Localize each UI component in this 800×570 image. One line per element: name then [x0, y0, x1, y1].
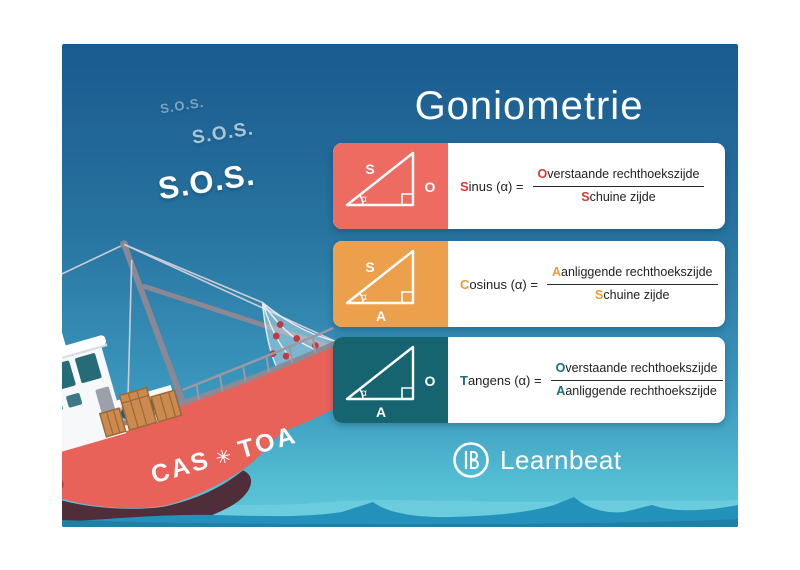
formula-label: Tangens (α) =: [460, 373, 542, 388]
railing-posts: [195, 335, 317, 401]
formula-label-rest: osinus (α) =: [469, 276, 538, 292]
crate: [150, 389, 183, 423]
triangle-label-adjacent: A: [376, 308, 386, 324]
cabin-windows: [62, 353, 102, 413]
triangle-label-hypotenuse: S: [365, 161, 374, 177]
right-angle-marker: [401, 291, 413, 303]
sea-bottom-shade: [62, 519, 738, 527]
triangle-diagram-tangens: α O A: [333, 337, 448, 423]
cosinus-formula: Cosinus (α) = Aanliggende rechthoekszijd…: [448, 241, 725, 327]
sea-front: [62, 497, 738, 527]
rigging-line: [123, 243, 263, 304]
page-title: Goniometrie: [414, 84, 644, 128]
formula-label: Sinus (α) =: [460, 179, 524, 194]
ship-scene: CAS✳TOA: [62, 240, 738, 527]
learnbeat-logo: Learnbeat: [452, 441, 622, 479]
right-triangle: [345, 151, 415, 207]
numerator-lead: O: [537, 166, 548, 181]
compass-star-icon: ✳: [213, 445, 236, 470]
cabin-door: [95, 386, 116, 417]
rigging-line: [123, 243, 345, 347]
angle-arc: [358, 194, 364, 206]
cargo-crates: [98, 386, 183, 438]
fraction-numerator: Aanliggende rechthoekszijde: [546, 264, 718, 285]
formula-card-tangens: α O A Tangens (α) = Overstaande rechthoe…: [333, 337, 725, 423]
brand-name: Learnbeat: [500, 444, 622, 475]
formula-card-sinus: α S O Sinus (α) = Overstaande rechthoeks…: [333, 143, 725, 229]
cabin-window-small: [66, 393, 83, 408]
hull: [62, 342, 354, 509]
fishing-net: [262, 302, 342, 378]
triangle-label-opposite: O: [425, 179, 436, 195]
angle-label: α: [361, 388, 367, 399]
right-triangle: [345, 345, 415, 401]
numerator-lead: O: [555, 360, 566, 375]
fraction-denominator: Schuine zijde: [533, 187, 705, 206]
formula-card-cosinus: α S A Cosinus (α) = Aanliggende rechthoe…: [333, 241, 725, 327]
fraction-denominator: Aanliggende rechthoekszijde: [551, 381, 723, 400]
rigging-line: [127, 259, 133, 400]
gunwale: [62, 338, 343, 472]
right-angle-marker: [401, 387, 413, 399]
crate-slats: [105, 390, 177, 435]
formula-label-lead: C: [460, 276, 470, 292]
cabin-window: [75, 353, 102, 384]
numerator-rest: verstaande rechthoekszijde: [547, 166, 700, 181]
fraction: Overstaande rechthoekszijde Aanliggende …: [550, 360, 723, 400]
denominator-rest: chuine zijde: [589, 189, 656, 204]
fraction: Overstaande rechthoekszijde Schuine zijd…: [532, 166, 705, 206]
fraction-denominator: Schuine zijde: [547, 285, 718, 304]
tangens-formula: Tangens (α) = Overstaande rechthoekszijd…: [448, 337, 725, 423]
triangle-panel-background: [333, 241, 448, 327]
rigging-line: [62, 243, 125, 330]
denominator-rest: chuine zijde: [603, 287, 670, 302]
angle-label: α: [361, 292, 367, 303]
triangle-diagram-sinus: α S O: [333, 143, 448, 229]
angle-arc: [358, 292, 364, 304]
triangle-label-adjacent: A: [376, 404, 386, 420]
fraction-numerator: Overstaande rechthoekszijde: [550, 360, 723, 381]
main-mast: [121, 241, 191, 417]
bow-railing: [182, 326, 334, 392]
numerator-rest: verstaande rechthoekszijde: [565, 360, 718, 375]
crate: [118, 386, 158, 432]
formula-label-lead: S: [460, 178, 469, 194]
triangle-diagram-cosinus: α S A: [333, 241, 448, 327]
right-angle-marker: [401, 193, 413, 205]
denominator-lead: S: [581, 189, 590, 204]
learnbeat-monogram-icon: [453, 442, 489, 478]
boom: [141, 283, 334, 350]
angle-label: α: [361, 194, 367, 205]
goniometrie-poster: CAS✳TOA S.O.S. S.O.S. S.O.S. Goniometrie…: [62, 44, 738, 527]
cabin-window: [62, 360, 76, 391]
triangle-label-opposite: O: [425, 373, 436, 389]
right-triangle: [345, 249, 415, 305]
cabin: [62, 327, 127, 466]
fraction: Aanliggende rechthoekszijde Schuine zijd…: [546, 264, 718, 304]
numerator-rest: anliggende rechthoekszijde: [561, 264, 713, 279]
triangle-label-hypotenuse: S: [365, 259, 374, 275]
formula-label: Cosinus (α) =: [460, 277, 538, 292]
fraction-numerator: Overstaande rechthoekszijde: [532, 166, 705, 187]
angle-arc: [358, 388, 364, 400]
numerator-lead: A: [551, 264, 561, 279]
formula-label-rest: inus (α) =: [468, 178, 524, 194]
triangle-panel-background: [333, 337, 448, 423]
denominator-rest: anliggende rechthoekszijde: [565, 383, 717, 398]
triangle-panel-background: [333, 143, 448, 229]
formula-label-rest: angens (α) =: [467, 372, 542, 388]
denominator-lead: A: [556, 383, 566, 398]
sinus-formula: Sinus (α) = Overstaande rechthoekszijde …: [448, 143, 725, 229]
denominator-lead: S: [595, 287, 604, 302]
formula-label-lead: T: [460, 372, 468, 388]
